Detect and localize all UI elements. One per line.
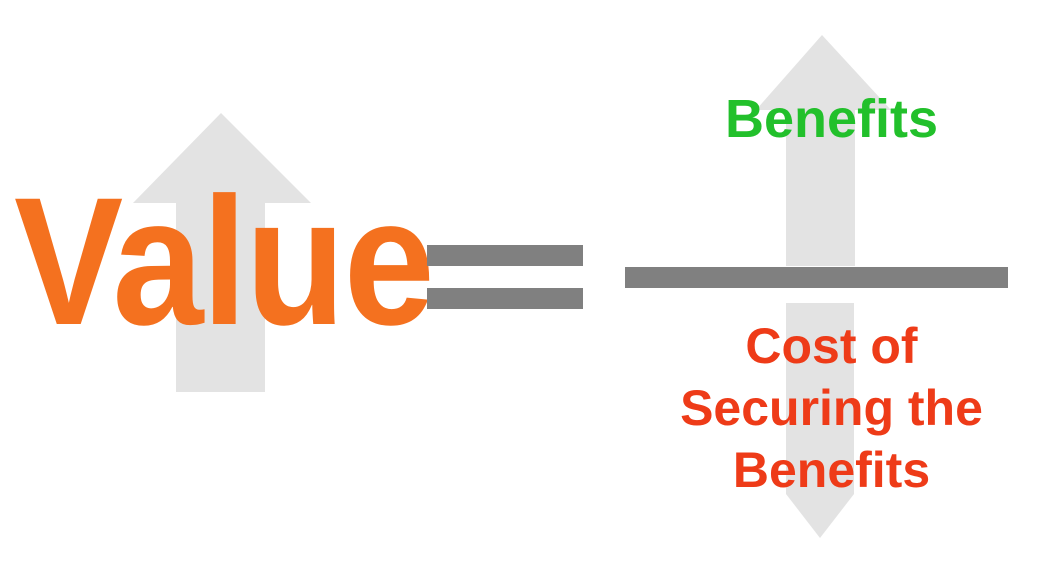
equals-bar-top [427,245,583,266]
equals-bar-bottom [427,288,583,309]
denominator-label: Cost of Securing the Benefits [600,315,1038,501]
value-label: Value [14,159,435,363]
numerator-label: Benefits [724,89,939,149]
cost-down-arrow-icon [786,303,854,538]
benefits-up-arrow-icon [756,35,891,266]
value-up-arrow-icon [133,113,311,392]
fraction-bar [625,267,1008,288]
fraction: Benefits Cost of Securing the Benefits [600,0,1038,570]
denominator-line-2: Securing the [680,380,983,436]
equals-sign [427,245,583,309]
denominator-line-3: Benefits [732,442,931,498]
denominator-line-1: Cost of [745,318,918,374]
